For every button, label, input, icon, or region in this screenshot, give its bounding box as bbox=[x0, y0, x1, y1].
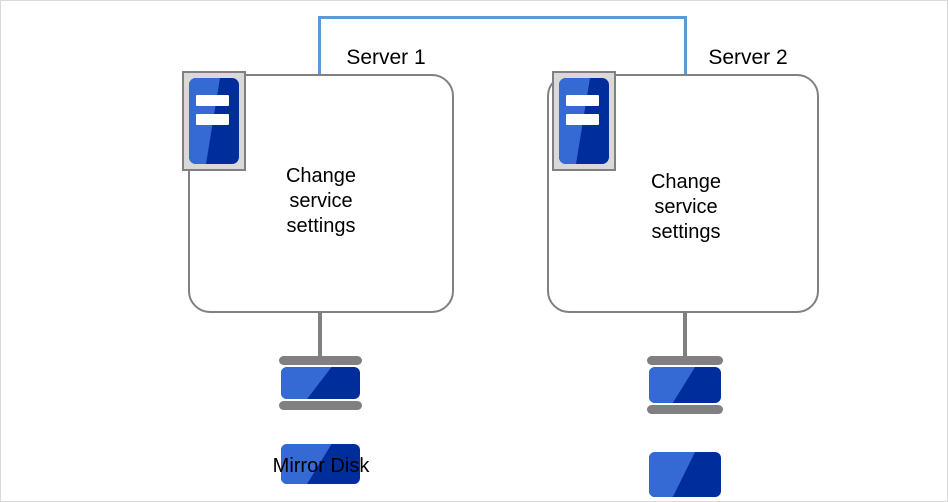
server-2-body-text: Change service settings bbox=[650, 171, 722, 243]
server-machine-icon-bar-bottom bbox=[566, 114, 599, 126]
disk-rail-middle bbox=[647, 405, 723, 414]
interconnect-right-drop bbox=[684, 16, 687, 74]
server-machine-icon-bar-bottom bbox=[196, 114, 229, 126]
server-machine-icon bbox=[182, 71, 246, 171]
server-1-label: Server 1 bbox=[346, 46, 426, 69]
server-machine-icon-bar-top bbox=[566, 95, 599, 107]
mirror-disk-icon-left[interactable] bbox=[279, 356, 362, 484]
server-machine-icon-bar-top bbox=[196, 95, 229, 107]
disk-platter-lower bbox=[281, 444, 360, 484]
interconnect-horizontal-line bbox=[318, 16, 687, 19]
server-1-disk-link bbox=[318, 312, 322, 359]
disk-rail-top bbox=[647, 356, 723, 365]
interconnect-left-drop bbox=[318, 16, 321, 74]
server-2-label: Server 2 bbox=[708, 46, 788, 69]
disk-platter-upper bbox=[649, 367, 721, 403]
server-2-disk-link bbox=[683, 312, 687, 359]
server-machine-icon-body bbox=[559, 78, 609, 164]
server-1-body-text: Change service settings bbox=[285, 165, 357, 237]
server-2-box[interactable] bbox=[547, 74, 819, 313]
server-machine-icon-body bbox=[189, 78, 239, 164]
disk-rail-top bbox=[279, 356, 362, 365]
mirror-disk-label: Mirror Disk bbox=[272, 455, 370, 477]
disk-platter-upper bbox=[281, 367, 360, 399]
disk-rail-middle bbox=[279, 401, 362, 410]
mirror-disk-icon-right[interactable] bbox=[647, 356, 723, 497]
server-machine-icon bbox=[552, 71, 616, 171]
disk-platter-lower bbox=[649, 452, 721, 497]
